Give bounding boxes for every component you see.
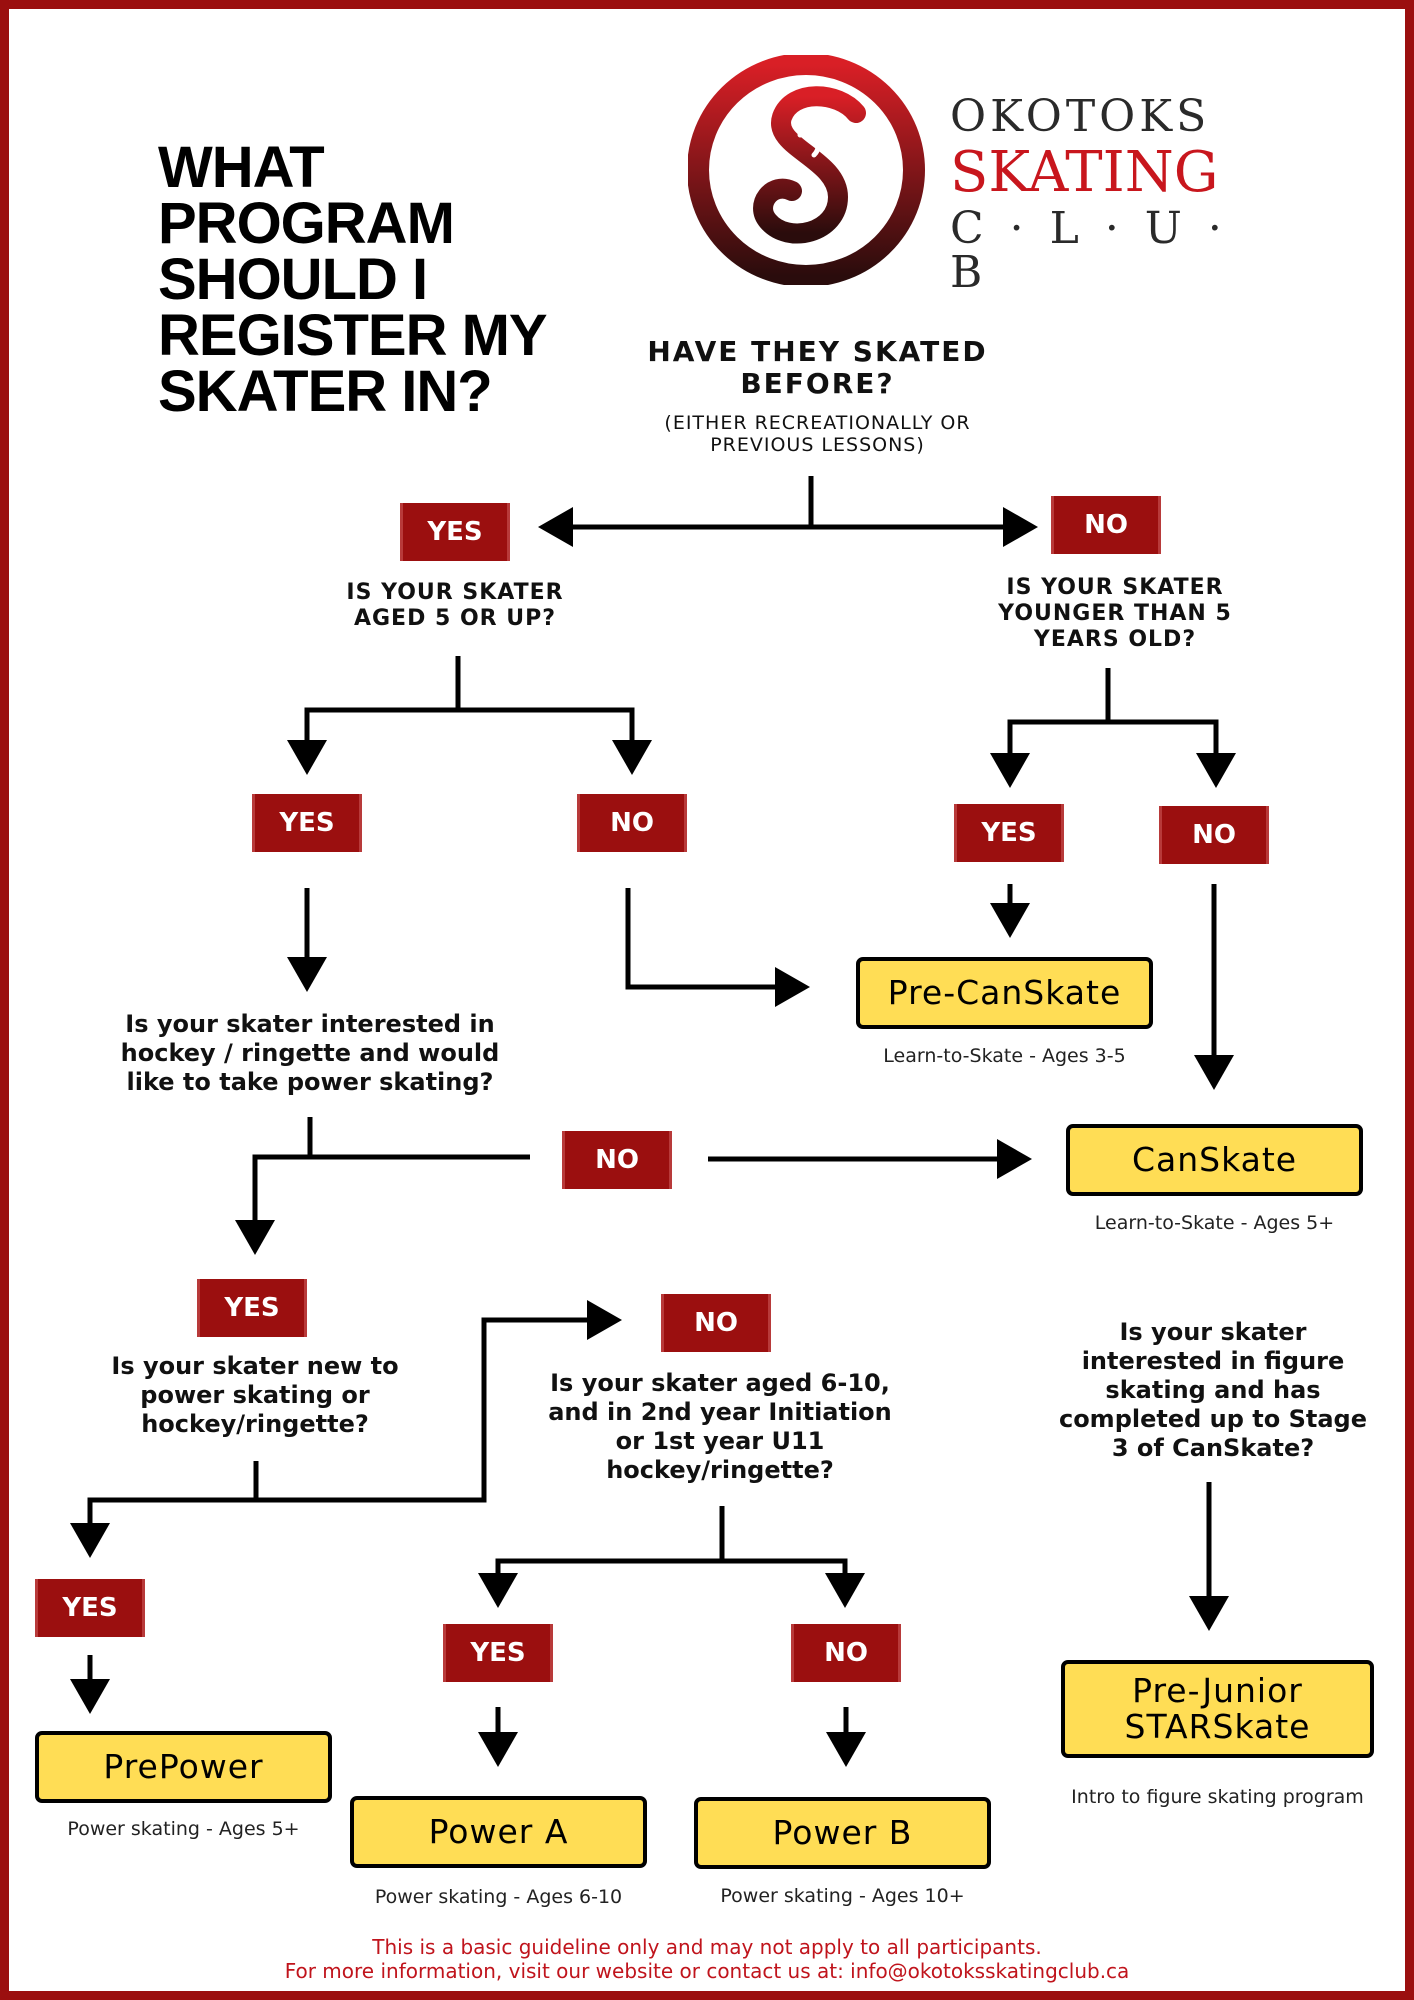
program-canskate: CanSkate: [1066, 1124, 1363, 1196]
tag-no-aged-5: NO: [577, 794, 687, 852]
question-aged-5-up: IS YOUR SKATER AGED 5 OR UP?: [346, 580, 564, 631]
arrow-q6-no: [722, 1558, 865, 1608]
tag-no-new-to-power: NO: [661, 1294, 771, 1352]
program-power-a: Power A: [350, 1796, 647, 1868]
program-power-a-desc: Power skating - Ages 6-10: [374, 1886, 623, 1908]
logo-line-3: C · L · U · B: [950, 203, 1228, 298]
arrow-q5-yes: [70, 1461, 259, 1558]
arrow-q2-no: [458, 707, 652, 775]
arrow-q6-yes: [478, 1506, 725, 1608]
program-prepower-desc: Power skating - Ages 5+: [67, 1818, 300, 1840]
program-prejunior-desc: Intro to figure skating program: [1071, 1786, 1364, 1808]
connector-q4-no: [307, 1117, 530, 1160]
tag-no-skated: NO: [1051, 496, 1161, 554]
tag-yes-aged-5: YES: [252, 794, 362, 852]
program-power-b-desc: Power skating - Ages 10+: [720, 1885, 965, 1907]
question-new-to-power: Is your skater new to power skating or h…: [111, 1352, 399, 1438]
question-hockey-interest: Is your skater interested in hockey / ri…: [120, 1010, 500, 1096]
program-precanskate: Pre-CanSkate: [856, 957, 1153, 1029]
logo-line-1: OKOTOKS: [950, 91, 1211, 142]
arrow-q2-yes: [287, 656, 461, 775]
question-skated-before-note: (EITHER RECREATIONALLY OR PREVIOUS LESSO…: [664, 412, 971, 456]
program-prepower: PrePower: [35, 1731, 332, 1803]
footer-disclaimer: This is a basic guideline only and may n…: [372, 1935, 1042, 1959]
tag-yes-new-to-power: YES: [35, 1579, 145, 1637]
arrow-q3-no: [1108, 719, 1236, 788]
arrow-to-precanskate: [625, 888, 810, 1007]
question-younger-than-5: IS YOUR SKATER YOUNGER THAN 5 YEARS OLD?: [998, 575, 1232, 652]
arrow-q4-yes: [235, 1154, 310, 1255]
tag-yes-skated: YES: [400, 503, 510, 561]
question-skated-before: HAVE THEY SKATED BEFORE?: [647, 335, 988, 400]
tag-yes-under-5: YES: [954, 804, 1064, 862]
footer-contact: For more information, visit our website …: [284, 1959, 1130, 1983]
program-prejunior-starskate: Pre-Junior STARSkate: [1061, 1660, 1374, 1758]
monogram-icon: [688, 55, 925, 285]
tag-yes-hockey: YES: [197, 1279, 307, 1337]
question-figure-skating: Is your skater interested in figure skat…: [1058, 1318, 1368, 1462]
tag-no-aged-6-10: NO: [791, 1624, 901, 1682]
page-title: WHAT PROGRAM SHOULD I REGISTER MY SKATER…: [158, 135, 547, 424]
program-power-b: Power B: [694, 1797, 991, 1869]
tag-no-hockey: NO: [562, 1131, 672, 1189]
arrow-q5-no: [256, 1300, 622, 1503]
program-precanskate-desc: Learn-to-Skate - Ages 3-5: [883, 1045, 1126, 1067]
arrow-q3-yes: [990, 668, 1111, 788]
tag-no-under-5: NO: [1159, 806, 1269, 864]
program-canskate-desc: Learn-to-Skate - Ages 5+: [1094, 1212, 1335, 1234]
logo-line-2: SKATING: [950, 140, 1219, 205]
tag-yes-aged-6-10: YES: [443, 1624, 553, 1682]
question-aged-6-10: Is your skater aged 6-10, and in 2nd yea…: [548, 1369, 892, 1484]
club-logo: OKOTOKS SKATING C · L · U · B: [688, 55, 1248, 295]
